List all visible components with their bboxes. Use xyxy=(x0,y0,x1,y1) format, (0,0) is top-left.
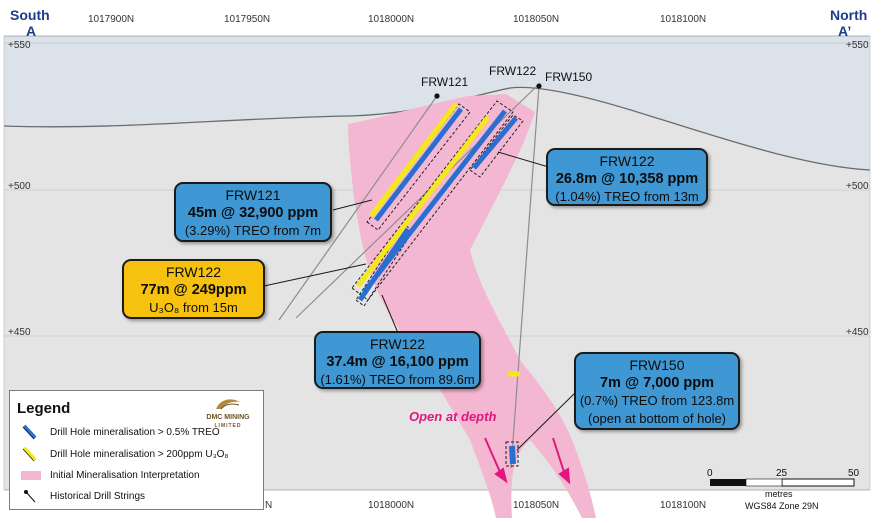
elevation-left-550: +550 xyxy=(8,40,31,51)
callout-hole-id: FRW150 xyxy=(629,357,685,373)
callout-frw121: FRW121 45m @ 32,900 ppm (3.29%) TREO fro… xyxy=(174,182,332,242)
north-label: North xyxy=(830,7,867,23)
drill-string-icon xyxy=(24,490,36,503)
callout-note: (open at bottom of hole) xyxy=(587,411,727,426)
legend-item-u3o8: Drill Hole mineralisation > 200ppm U₃O₈ xyxy=(50,449,229,460)
pink-zone-swatch-icon xyxy=(21,471,41,480)
elevation-left-450: +450 xyxy=(8,327,31,338)
company-logo: DMC MINING LIMITED xyxy=(196,397,260,430)
hole-label-frw122: FRW122 xyxy=(489,64,536,78)
callout-frw122-upper: FRW122 26.8m @ 10,358 ppm (1.04%) TREO f… xyxy=(546,148,708,206)
bottom-easting-tick-1018050: 1018050N xyxy=(513,500,559,511)
legend-item-zone: Initial Mineralisation Interpretation xyxy=(50,470,200,481)
legend-panel: Legend DMC MINING LIMITED Drill Hole min… xyxy=(9,390,264,510)
bottom-easting-tick-1018000: 1018000N xyxy=(368,500,414,511)
callout-detail: (1.04%) TREO from 13m xyxy=(555,189,699,204)
logo-subtext: LIMITED xyxy=(214,423,242,429)
callout-interval: 45m @ 32,900 ppm xyxy=(187,205,319,221)
scale-datum: WGS84 Zone 29N xyxy=(745,501,819,511)
section-end-label: A’ xyxy=(838,23,851,39)
easting-tick-1018000: 1018000N xyxy=(368,14,414,25)
frw121-traces xyxy=(369,102,463,222)
collar-frw122-frw150 xyxy=(536,83,542,89)
logo-emblem-icon xyxy=(216,399,240,410)
easting-tick-1017900: 1017900N xyxy=(88,14,134,25)
open-at-depth-arrows xyxy=(484,437,571,485)
topographic-surface-line xyxy=(3,86,871,171)
callout-frw150: FRW150 7m @ 7,000 ppm (0.7%) TREO from 1… xyxy=(574,352,740,430)
drill-string-frw150 xyxy=(510,85,540,469)
elevation-right-550: +550 xyxy=(846,40,869,51)
callout-detail: (1.61%) TREO from 89.6m xyxy=(320,372,475,387)
drill-string-frw121 xyxy=(278,95,438,321)
scale-tick-25: 25 xyxy=(776,468,788,479)
callout-interval: 26.8m @ 10,358 ppm xyxy=(555,171,699,187)
yellow-drill-trace-icon xyxy=(22,446,37,462)
easting-tick-1018100: 1018100N xyxy=(660,14,706,25)
callout-hole-id: FRW122 xyxy=(166,264,221,280)
south-label: South xyxy=(10,7,50,23)
callout-frw122-lower: FRW122 37.4m @ 16,100 ppm (1.61%) TREO f… xyxy=(314,331,481,389)
hole-label-frw121: FRW121 xyxy=(421,75,468,89)
logo-text: DMC MINING xyxy=(206,414,250,421)
bottom-easting-tick-partial: N xyxy=(265,500,272,511)
legend-title: Legend xyxy=(17,400,71,417)
elevation-left-500: +500 xyxy=(8,181,31,192)
elevation-right-450: +450 xyxy=(846,327,869,338)
collar-frw121 xyxy=(434,93,440,99)
open-at-depth-label: Open at depth xyxy=(409,409,496,424)
callout-frw122-u3o8: FRW122 77m @ 249ppm U₃O₈ from 15m xyxy=(122,259,265,319)
callout-interval: 37.4m @ 16,100 ppm xyxy=(326,354,469,370)
callout-leaders xyxy=(263,151,579,451)
callout-detail: (0.7%) TREO from 123.8m xyxy=(579,393,735,408)
legend-item-drill-strings: Historical Drill Strings xyxy=(50,491,146,502)
elevation-right-500: +500 xyxy=(846,181,869,192)
callout-interval: 77m @ 249ppm xyxy=(140,282,247,298)
scale-unit: metres xyxy=(765,489,793,499)
callout-detail: (3.29%) TREO from 7m xyxy=(184,223,322,238)
callout-hole-id: FRW122 xyxy=(370,336,425,352)
scale-tick-0: 0 xyxy=(707,468,713,479)
callout-hole-id: FRW121 xyxy=(225,187,281,203)
blue-drill-trace-icon xyxy=(22,424,37,440)
scale-tick-50: 50 xyxy=(848,468,860,479)
mineralisation-zone xyxy=(348,94,596,518)
scale-bar xyxy=(710,478,855,487)
top-axis-band xyxy=(0,0,882,36)
easting-tick-1017950: 1017950N xyxy=(224,14,270,25)
section-start-label: A xyxy=(26,23,36,39)
frw122-traces xyxy=(356,109,518,302)
bottom-easting-tick-1018100: 1018100N xyxy=(660,500,706,511)
legend-item-treo: Drill Hole mineralisation > 0.5% TREO xyxy=(50,427,220,438)
frw150-traces xyxy=(508,371,520,465)
easting-tick-1018050: 1018050N xyxy=(513,14,559,25)
callout-interval: 7m @ 7,000 ppm xyxy=(599,375,715,391)
callout-detail: U₃O₈ from 15m xyxy=(149,300,238,315)
callout-hole-id: FRW122 xyxy=(599,153,655,169)
hole-label-frw150: FRW150 xyxy=(545,70,592,84)
